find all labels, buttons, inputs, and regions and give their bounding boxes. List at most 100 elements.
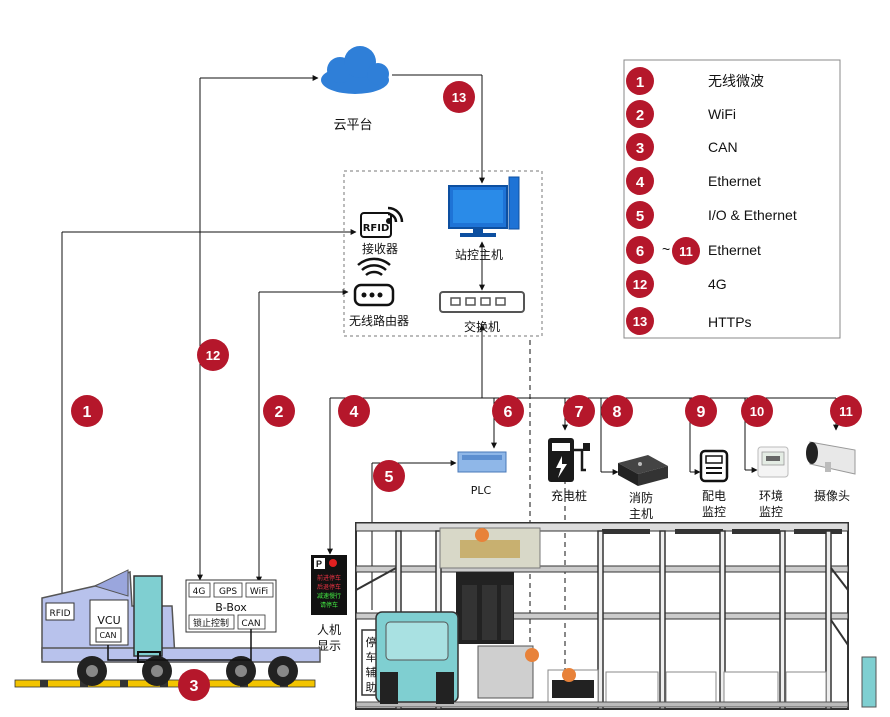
parking-aid-label-4: 助: [366, 680, 377, 694]
rfid-receiver-tag: RFID: [363, 223, 390, 234]
svg-text:5: 5: [636, 208, 644, 225]
badge-11: 11: [830, 395, 862, 427]
parking-aid-label-2: 车: [366, 650, 377, 664]
svg-text:6: 6: [504, 404, 513, 421]
rfid-receiver: RFID 接收器: [360, 206, 404, 256]
plc-label: PLC: [471, 484, 492, 497]
hmi-line-4: 请停车: [320, 601, 338, 609]
badge-12: 12: [197, 339, 229, 371]
hmi-label-1: 人机: [317, 623, 341, 637]
badge-10: 10: [741, 395, 773, 427]
bbox-lock-label: 锁止控制: [193, 617, 229, 629]
host-label: 站控主机: [455, 248, 503, 262]
svg-text:13: 13: [452, 90, 466, 105]
parking-aid-label-1: 停: [366, 635, 377, 649]
monitor-icon: [448, 176, 520, 237]
router-label: 无线路由器: [349, 313, 409, 328]
cloud-icon: [321, 46, 389, 94]
badge-4: 4: [338, 395, 370, 427]
badges: 1 2 3 4 5 6 7 8 9 10 11 12 13: [71, 81, 862, 701]
hmi-line-2: 后退停车: [317, 583, 341, 591]
badge-7: 7: [563, 395, 595, 427]
legend-item-3: 3 CAN: [626, 133, 738, 161]
switch-label: 交换机: [464, 319, 500, 334]
legend-label-8: HTTPs: [708, 314, 752, 330]
bbox-4g-label: 4G: [193, 587, 206, 597]
plc-device: PLC: [457, 451, 507, 497]
truck-rfid-label: RFID: [49, 609, 70, 619]
badge-8: 8: [601, 395, 633, 427]
env-monitor-label-1: 环境: [759, 488, 783, 503]
wifi-icon: [357, 257, 391, 277]
legend-item-7: 12 4G: [626, 270, 727, 298]
legend-item-6: 6 ~ 11 Ethernet: [626, 236, 761, 265]
legend-label-4: Ethernet: [708, 173, 761, 189]
fire-host-label-2: 主机: [629, 507, 653, 521]
fire-host-label-1: 消防: [629, 490, 653, 505]
connection-lines: [61, 74, 839, 680]
bbox-title: B-Box: [215, 601, 247, 614]
svg-text:2: 2: [275, 404, 284, 421]
legend-label-2: WiFi: [708, 106, 736, 122]
legend-label-1: 无线微波: [708, 73, 764, 89]
badge-6: 6: [492, 395, 524, 427]
badge-9: 9: [685, 395, 717, 427]
camera-label: 摄像头: [814, 488, 850, 503]
meter-icon: [699, 449, 729, 483]
vcu-can-label: CAN: [99, 631, 116, 640]
station-host: 站控主机: [448, 176, 520, 262]
svg-text:10: 10: [750, 404, 764, 419]
legend-item-2: 2 WiFi: [626, 100, 736, 128]
svg-text:7: 7: [575, 404, 584, 421]
badge-5: 5: [373, 460, 405, 492]
thermometer-display-icon: [757, 446, 789, 478]
rfid-card-icon: [360, 212, 392, 238]
svg-text:1: 1: [636, 74, 644, 91]
bbox-gps-label: GPS: [219, 587, 237, 597]
svg-text:13: 13: [633, 314, 647, 329]
svg-text:1: 1: [83, 404, 92, 421]
power-monitor-label-1: 配电: [702, 489, 726, 503]
svg-text:12: 12: [206, 348, 220, 363]
rfid-receiver-label: 接收器: [362, 241, 398, 256]
svg-text:P: P: [316, 559, 322, 569]
camera-icon: [806, 441, 856, 475]
power-monitor-label-2: 监控: [702, 505, 726, 519]
legend: 1 无线微波 2 WiFi 3 CAN 4 Ethernet 5 I/O & E…: [623, 59, 841, 339]
svg-text:2: 2: [636, 107, 644, 124]
env-monitor-device: 环境 监控: [757, 446, 789, 519]
svg-text:11: 11: [679, 244, 693, 259]
bbox-wifi-label: WiFi: [250, 587, 268, 597]
power-monitor-device: 配电 监控: [699, 449, 729, 519]
svg-text:4: 4: [350, 404, 359, 421]
legend-item-5: 5 I/O & Ethernet: [626, 201, 797, 229]
vcu-label: VCU: [97, 614, 120, 627]
station-structure: 停 车 辅 助: [355, 522, 877, 710]
legend-item-4: 4 Ethernet: [626, 167, 761, 195]
badge-1: 1: [71, 395, 103, 427]
cloud-label: 云平台: [333, 118, 372, 133]
legend-label-7: 4G: [708, 276, 727, 292]
legend-item-1: 1 无线微波: [626, 67, 764, 95]
legend-label-3: CAN: [708, 139, 738, 155]
hmi-label-2: 显示: [317, 639, 341, 653]
station-box: [343, 170, 543, 337]
badge-2: 2: [263, 395, 295, 427]
fire-host-device: 消防 主机: [618, 455, 668, 521]
truck-wheels: [77, 656, 298, 686]
charger-label: 充电桩: [551, 488, 587, 503]
legend-item-8: 13 HTTPs: [626, 307, 752, 335]
svg-text:12: 12: [633, 277, 647, 292]
hmi-display: P 前进停车 后退停车 减速慢行 请停车 人机 显示: [311, 555, 347, 653]
legend-label-6: Ethernet: [708, 242, 761, 258]
legend-tilde: ~: [662, 241, 670, 257]
badge-3: 3: [178, 669, 210, 701]
parking-aid-label-3: 辅: [366, 665, 377, 679]
wireless-router: 无线路由器: [349, 257, 409, 328]
cloud-platform: 云平台: [321, 46, 389, 133]
svg-text:6: 6: [636, 243, 644, 260]
legend-label-5: I/O & Ethernet: [708, 207, 797, 223]
svg-text:4: 4: [636, 174, 645, 191]
svg-text:3: 3: [636, 140, 644, 157]
env-monitor-label-2: 监控: [759, 505, 783, 519]
